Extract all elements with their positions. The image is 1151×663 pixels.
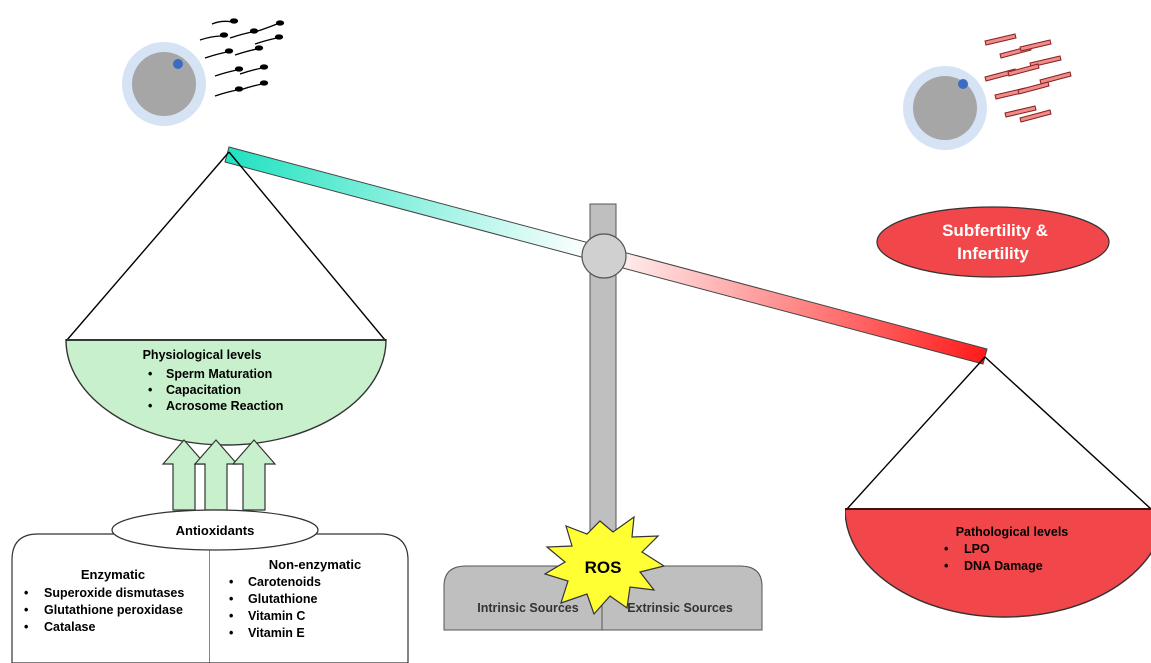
- list-item: Carotenoids: [248, 575, 321, 589]
- extrinsic-sources-label: Extrinsic Sources: [627, 601, 733, 615]
- up-arrow-icon: [161, 439, 207, 511]
- svg-text:•: •: [944, 559, 948, 573]
- list-item: Glutathione peroxidase: [44, 603, 183, 617]
- right-pan-list: • LPO • DNA Damage: [944, 542, 1043, 573]
- ros-label: ROS: [585, 558, 622, 577]
- healthy-oocyte-icon: [122, 42, 206, 126]
- non-enzymatic-list: • Carotenoids • Glutathione • Vitamin C • Vi…: [229, 575, 321, 640]
- antioxidant-box: [11, 533, 409, 663]
- svg-text:•: •: [24, 603, 28, 617]
- antioxidants-ellipse: [111, 509, 319, 551]
- list-item: DNA Damage: [964, 559, 1043, 573]
- enzymatic-title: Enzymatic: [81, 567, 145, 582]
- left-pan: [65, 151, 387, 446]
- left-pan-list: • Sperm Maturation • Capacitation • Acrosom…: [148, 367, 283, 413]
- list-item: Glutathione: [248, 592, 317, 606]
- svg-text:•: •: [24, 586, 28, 600]
- svg-text:•: •: [229, 592, 233, 606]
- damaged-sperm-icon: [984, 33, 1072, 123]
- right-pan-title: Pathological levels: [956, 525, 1069, 539]
- outcome-line-2: Infertility: [957, 244, 1029, 263]
- antioxidants-label: Antioxidants: [176, 523, 255, 538]
- svg-text:•: •: [229, 575, 233, 589]
- normal-sperm-icon: [199, 18, 285, 97]
- list-item: Superoxide dismutases: [44, 586, 184, 600]
- up-arrow-icon: [231, 439, 277, 511]
- affected-oocyte-icon: [903, 66, 987, 150]
- list-item: Capacitation: [166, 383, 241, 397]
- right-pan: [845, 356, 1151, 618]
- svg-text:•: •: [944, 542, 948, 556]
- list-item: Acrosome Reaction: [166, 399, 283, 413]
- ros-burst-icon: [543, 515, 666, 616]
- svg-text:•: •: [148, 383, 152, 397]
- svg-text:•: •: [148, 367, 152, 381]
- svg-text:•: •: [229, 626, 233, 640]
- up-arrow-icon: [193, 439, 239, 511]
- left-pan-title: Physiological levels: [143, 348, 262, 362]
- intrinsic-sources-label: Intrinsic Sources: [477, 601, 578, 615]
- svg-text:•: •: [24, 620, 28, 634]
- list-item: Vitamin E: [248, 626, 305, 640]
- list-item: LPO: [964, 542, 990, 556]
- list-item: Catalase: [44, 620, 95, 634]
- outcome-badge: [876, 206, 1110, 278]
- list-item: Vitamin C: [248, 609, 305, 623]
- up-arrow-icon-group: [161, 439, 277, 511]
- outcome-line-1: Subfertility &: [942, 221, 1048, 240]
- non-enzymatic-title: Non-enzymatic: [269, 557, 361, 572]
- svg-text:•: •: [229, 609, 233, 623]
- enzymatic-list: • Superoxide dismutases • Glutathione pero…: [24, 586, 184, 634]
- svg-text:•: •: [148, 399, 152, 413]
- list-item: Sperm Maturation: [166, 367, 272, 381]
- beam-pivot: [581, 233, 627, 279]
